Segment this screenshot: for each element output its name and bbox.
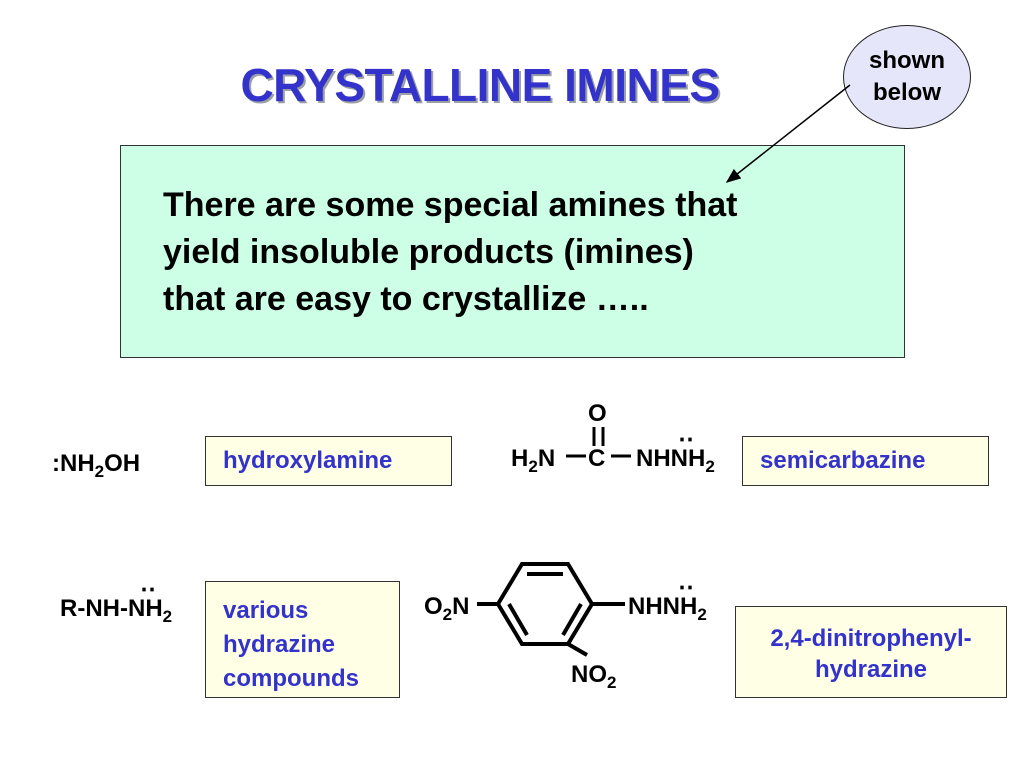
hydroxylamine-formula: :NH2OH — [52, 450, 140, 482]
formula-part: NHNH — [628, 593, 698, 620]
callout-line-2: below — [872, 79, 941, 106]
hydrazine-name-line-3: compounds — [223, 665, 359, 692]
intro-line-3: that are easy to crystallize ….. — [163, 280, 649, 318]
ring-inner-bond-right — [561, 602, 583, 637]
dnph-name-line-1: 2,4-dinitrophenyl- — [770, 625, 972, 652]
dnph-name-line-2: hydrazine — [814, 656, 928, 683]
callout-line-1: shown — [869, 47, 945, 74]
semicarbazine-hydrazide: NHNH2 — [636, 445, 715, 477]
dnph-label: 2,4-dinitrophenyl- hydrazine — [735, 606, 1007, 698]
page-title: CRYSTALLINE IMINES — [240, 59, 720, 111]
lone-pair: ‥ — [678, 420, 696, 447]
formula-subscript: 2 — [162, 607, 173, 626]
formula-subscript: 2 — [607, 673, 617, 692]
formula-part: H — [511, 445, 529, 472]
formula-part: NO — [571, 661, 607, 688]
formula-part: N — [537, 445, 556, 472]
carbonyl-carbon: C — [588, 445, 606, 472]
intro-text: There are some special amines that yield… — [163, 182, 863, 323]
callout-arrow — [725, 84, 851, 183]
formula-part: O — [424, 593, 443, 620]
hydroxylamine-label: hydroxylamine — [205, 436, 452, 486]
dnph-nitro-bottom: NO2 — [571, 661, 616, 693]
hydrazine-name-line-2: hydrazine — [223, 631, 336, 658]
hydrazine-name-line-1: various — [223, 597, 309, 624]
formula-subscript: 2 — [442, 605, 453, 624]
semicarbazine-amide-n: H2N — [511, 445, 555, 477]
formula-part: R-NH-NH — [60, 595, 163, 622]
dnph-bond-bottom — [566, 642, 589, 657]
intro-line-1: There are some special amines that — [163, 186, 738, 224]
dnph-hydrazine: NHNH2 — [628, 593, 707, 625]
lone-pair: ‥ — [678, 568, 696, 595]
formula-subscript: 2 — [705, 457, 715, 476]
semicarbazine-name: semicarbazine — [760, 447, 926, 474]
hydroxylamine-name: hydroxylamine — [223, 447, 393, 474]
ring-inner-bond-left — [507, 602, 529, 637]
hydrazine-formula: R-NH-NH2 — [60, 595, 172, 627]
formula-part: NHNH — [636, 445, 706, 472]
callout-bubble: shown below — [843, 25, 971, 129]
formula-subscript: 2 — [528, 457, 538, 476]
intro-line-2: yield insoluble products (imines) — [163, 233, 694, 271]
lone-pair: ‥ — [140, 570, 158, 597]
dnph-nitro-left: O2N — [424, 593, 469, 625]
formula-subscript: 2 — [697, 605, 707, 624]
carbonyl-oxygen: O — [588, 400, 607, 427]
formula-part: :NH — [52, 450, 95, 477]
semicarbazine-label: semicarbazine — [742, 436, 989, 486]
formula-part: N — [452, 593, 470, 620]
formula-part: OH — [104, 450, 141, 477]
formula-subscript: 2 — [94, 462, 105, 481]
hydrazine-label: various hydrazine compounds — [205, 581, 400, 698]
intro-box: There are some special amines that yield… — [120, 145, 905, 358]
